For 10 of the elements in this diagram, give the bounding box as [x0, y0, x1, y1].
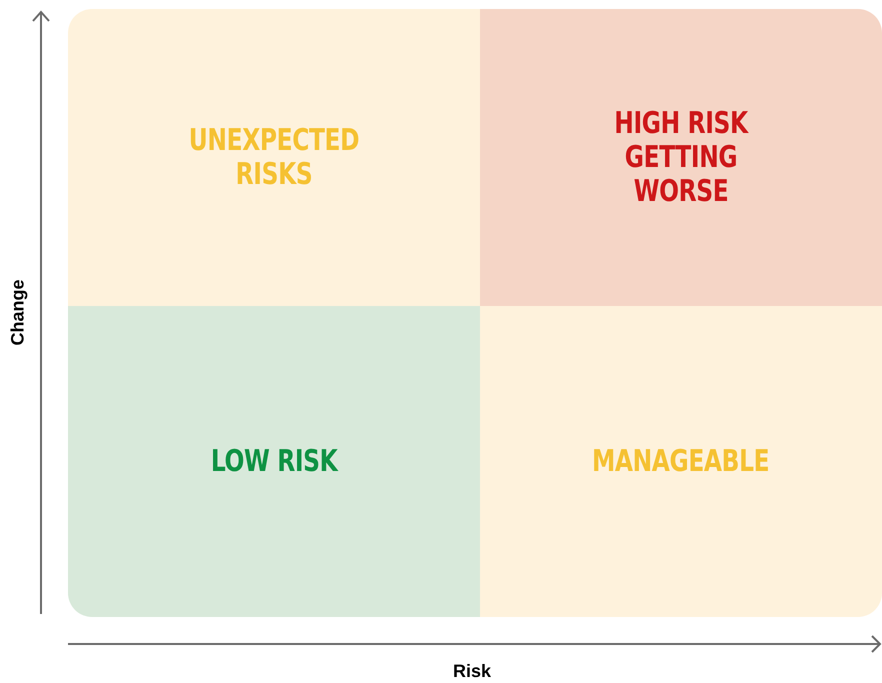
quadrant-label: LOW RISK — [210, 444, 338, 478]
axis-label: Change — [8, 278, 28, 348]
axis-label: Risk — [452, 661, 492, 682]
quadrant-label: MANAGEABLE — [592, 444, 770, 478]
quadrant — [68, 9, 480, 306]
quadrant — [68, 306, 480, 617]
quadrant — [480, 9, 882, 306]
quadrant — [480, 306, 882, 617]
quadrant-label: UNEXPECTED RISKS — [188, 124, 360, 192]
quadrant-label: HIGH RISK GETTING WORSE — [613, 106, 750, 208]
